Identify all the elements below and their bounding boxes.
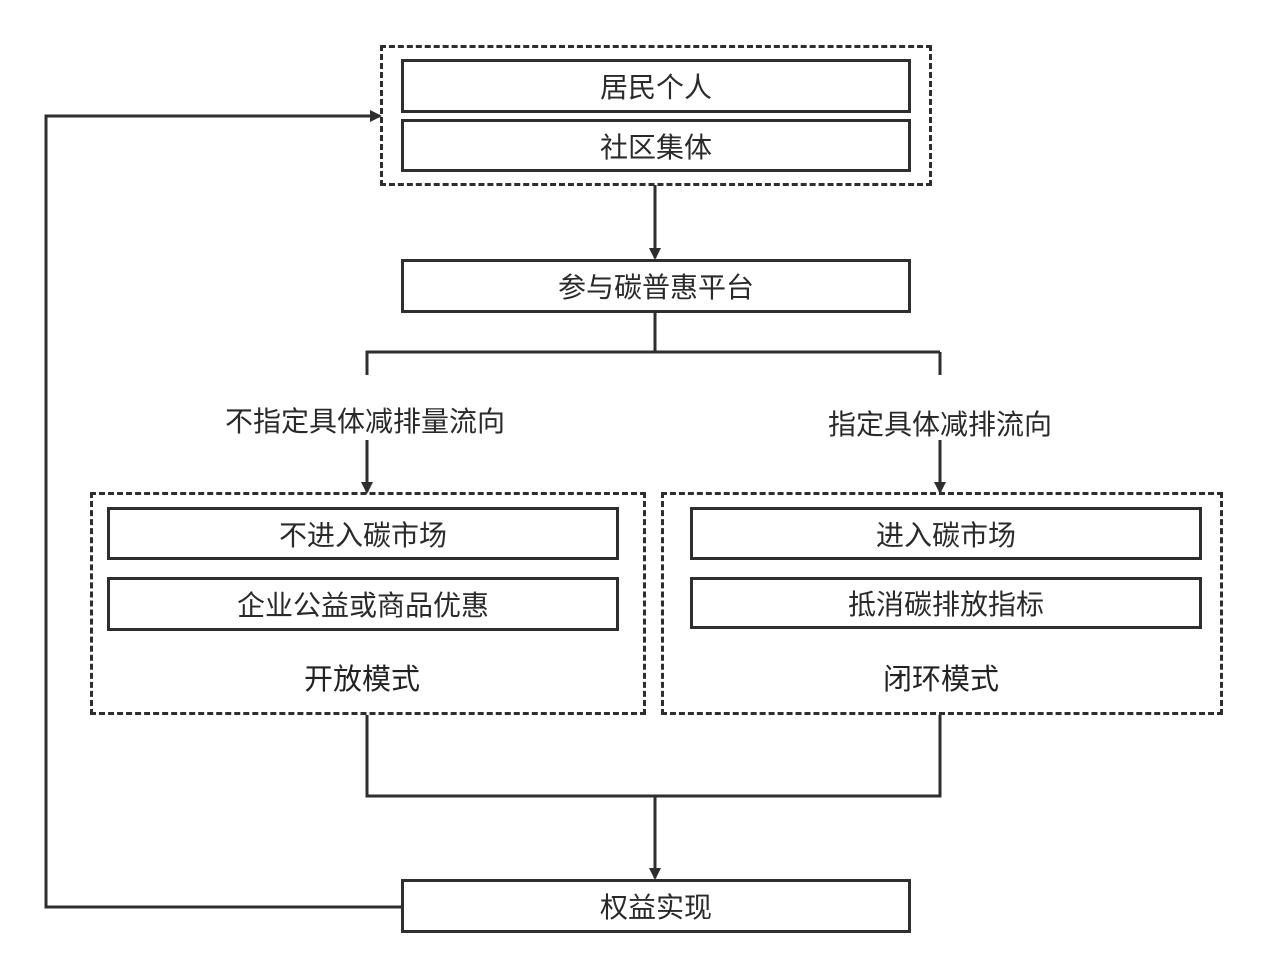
split-connector <box>365 313 657 375</box>
merge-connector <box>365 715 942 798</box>
closed-item-carbon-market: 进入碳市场 <box>690 507 1202 560</box>
community-box: 社区集体 <box>401 119 911 172</box>
platform-label: 参与碳普惠平台 <box>557 271 754 304</box>
participants-group <box>380 45 932 186</box>
community-label: 社区集体 <box>599 130 712 164</box>
open-item2-label: 企业公益或商品优惠 <box>236 589 489 622</box>
result-box: 权益实现 <box>401 879 911 933</box>
closed-mode-label: 闭环模式 <box>882 662 999 696</box>
residents-box: 居民个人 <box>401 59 911 113</box>
residents-label: 居民个人 <box>599 71 712 104</box>
feedback-loop-arrow <box>44 110 402 909</box>
branch-label-specified: 指定具体减排流向 <box>827 408 1052 441</box>
closed-mode-group <box>661 492 1223 715</box>
open-item1-label: 不进入碳市场 <box>278 518 447 552</box>
open-mode-group <box>90 492 646 715</box>
open-item-no-carbon-market: 不进入碳市场 <box>107 507 619 560</box>
open-mode-label: 开放模式 <box>303 662 420 696</box>
closed-item-offset-emissions: 抵消碳排放指标 <box>690 577 1202 629</box>
closed-item1-label: 进入碳市场 <box>875 518 1016 552</box>
branch-label-unspecified: 不指定具体减排量流向 <box>224 405 505 438</box>
platform-box: 参与碳普惠平台 <box>401 259 911 313</box>
open-item-enterprise-benefits: 企业公益或商品优惠 <box>107 577 619 631</box>
result-label: 权益实现 <box>599 891 712 924</box>
closed-item2-label: 抵消碳排放指标 <box>847 588 1044 621</box>
